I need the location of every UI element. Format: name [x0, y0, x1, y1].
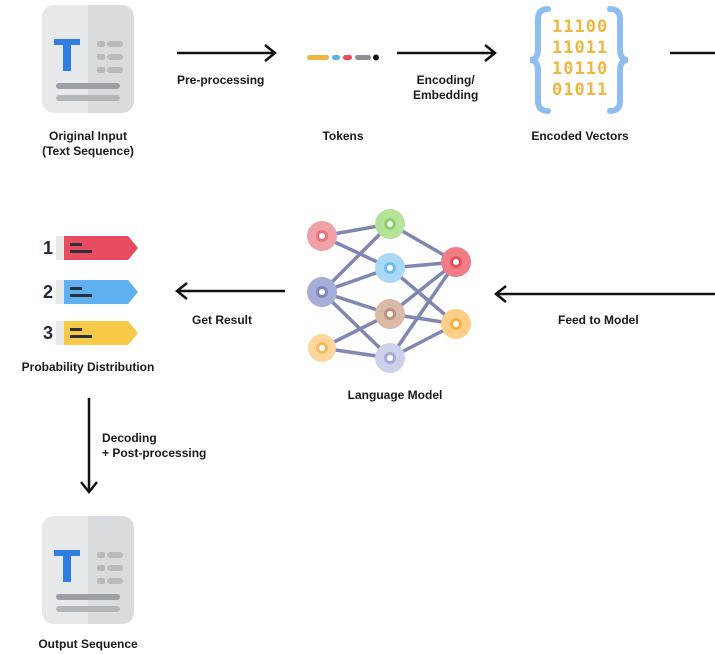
- decoding-arrow: [80, 398, 98, 495]
- get-result-arrow: [174, 282, 285, 300]
- get-result-label: Get Result: [192, 313, 253, 327]
- probability-bar: [56, 280, 138, 304]
- language-model-label: Language Model: [347, 388, 443, 402]
- preprocessing-arrow: [177, 44, 278, 62]
- preprocessing-label: Pre-processing: [177, 73, 265, 87]
- feed-to-model-arrow: [493, 285, 715, 303]
- binary-row: 01011: [552, 80, 609, 100]
- rank-number: 1: [42, 238, 53, 258]
- original-input-document-icon: [42, 5, 134, 113]
- encoded-vectors-label: Encoded Vectors: [531, 129, 629, 143]
- encoding-arrow: [397, 44, 498, 62]
- probability-distribution-icon: 1 2 3: [40, 236, 140, 348]
- neural-network-icon: [307, 209, 471, 373]
- decoding-label: Decoding + Post-processing: [102, 431, 207, 460]
- probability-bar: [56, 236, 138, 260]
- feed-to-model-label: Feed to Model: [558, 313, 639, 327]
- rank-number: 2: [42, 282, 53, 302]
- binary-row: 11011: [552, 38, 609, 58]
- encoded-vectors-icon: 11100 11011 10110 01011: [528, 5, 630, 115]
- original-input-label: Original Input (Text Sequence): [42, 129, 134, 158]
- tokens-label: Tokens: [322, 129, 364, 143]
- output-sequence-document-icon: [42, 516, 134, 624]
- probability-bar: [56, 321, 138, 345]
- rank-number: 3: [42, 323, 53, 343]
- probability-distribution-label: Probability Distribution: [21, 360, 155, 374]
- encoding-label: Encoding/ Embedding: [413, 73, 479, 102]
- connector-line: [670, 51, 715, 55]
- binary-row: 10110: [552, 59, 609, 79]
- output-sequence-label: Output Sequence: [38, 637, 138, 651]
- binary-row: 11100: [552, 17, 609, 37]
- tokens-icon: [307, 54, 379, 61]
